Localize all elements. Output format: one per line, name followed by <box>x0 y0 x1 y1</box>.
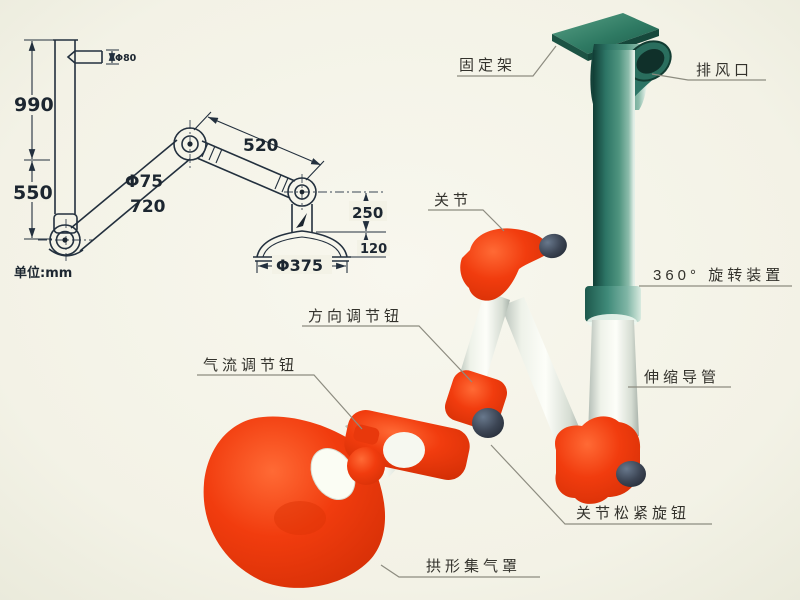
product-illustration <box>203 13 672 588</box>
telescopic-tube <box>588 320 639 436</box>
label-airflow-knob-text: 气流调节钮 <box>203 357 298 374</box>
label-rotation-device-text: 360° 旋转装置 <box>653 267 784 284</box>
dim-tube-diameter: Φ75 <box>125 172 163 192</box>
upper-arm-tube <box>501 297 582 445</box>
label-direction-knob-text: 方向调节钮 <box>308 308 403 325</box>
tension-knob <box>616 461 646 487</box>
drawing-bottom-joint <box>38 219 94 261</box>
dimension-drawing: 990 550 520 Φ75 720 250 120 Φ375 Φ80 单位:… <box>10 39 390 281</box>
exhaust-outlet-opening <box>626 40 672 82</box>
callout-labels: 固定架 排风口 关节 360° 旋转装置 方向调节钮 气流调节钮 伸缩导管 关 <box>197 45 792 578</box>
upper-joint-knob <box>539 233 567 259</box>
airflow-knob-tab <box>353 424 380 445</box>
hood <box>203 416 386 588</box>
label-arched-hood: 拱形集气罩 <box>380 558 540 578</box>
middle-joint <box>344 370 508 485</box>
middle-joint-knob <box>472 408 504 438</box>
label-joint: 关节 <box>428 192 505 232</box>
drawing-520-dimension <box>193 111 325 181</box>
label-fixing-frame-text: 固定架 <box>459 57 516 74</box>
dim-lower-arm: 720 <box>130 197 166 217</box>
label-joint-text: 关节 <box>434 192 472 209</box>
dim-hood-diameter: Φ375 <box>276 256 323 275</box>
dim-hood-height: 120 <box>360 242 387 257</box>
label-telescopic-duct-text: 伸缩导管 <box>644 369 720 386</box>
dim-neck-height: 250 <box>352 204 383 222</box>
label-exhaust-outlet-text: 排风口 <box>696 62 753 79</box>
label-fixing-frame: 固定架 <box>457 45 557 77</box>
label-exhaust-outlet: 排风口 <box>651 62 766 81</box>
dim-outlet-diameter: Φ80 <box>115 53 137 64</box>
upper-joint <box>460 228 567 301</box>
dim-upper-arm: 520 <box>243 136 279 156</box>
lower-elbow-joint <box>555 416 646 504</box>
drawing-outlet-stub <box>66 49 119 65</box>
main-pipe <box>593 50 635 290</box>
dim-total-height: 990 <box>14 94 54 116</box>
dim-lower-height: 550 <box>13 182 53 204</box>
drawing-lower-arm <box>70 139 191 252</box>
label-joint-tension-knob-text: 关节松紧旋钮 <box>576 505 690 522</box>
unit-label: 单位:mm <box>14 265 72 281</box>
label-joint-tension-knob: 关节松紧旋钮 <box>490 444 712 525</box>
label-arched-hood-text: 拱形集气罩 <box>426 558 521 575</box>
label-telescopic-duct: 伸缩导管 <box>628 369 731 388</box>
label-direction-knob: 方向调节钮 <box>302 308 473 383</box>
tube-through-collar <box>383 432 425 468</box>
lower-arm-tube <box>457 291 510 392</box>
label-airflow-knob: 气流调节钮 <box>197 357 363 430</box>
label-rotation-device: 360° 旋转装置 <box>639 267 792 287</box>
